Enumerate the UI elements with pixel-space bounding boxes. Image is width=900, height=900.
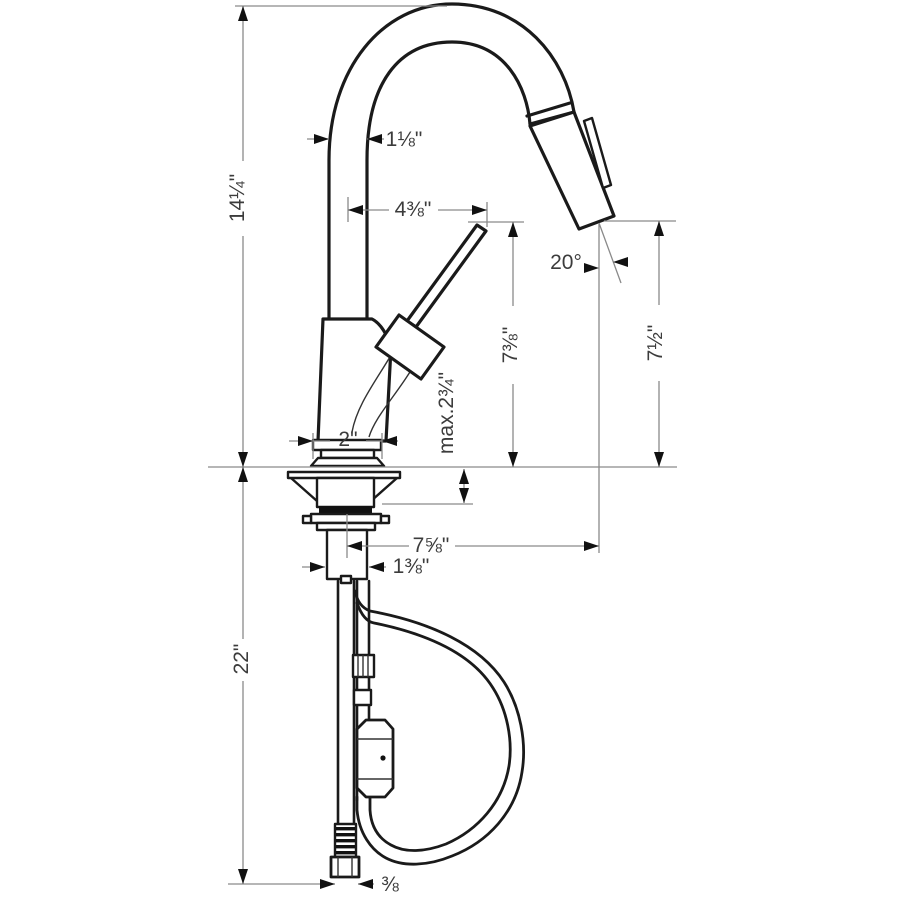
handle-hub xyxy=(374,313,446,381)
spray-head-body xyxy=(528,110,616,231)
handle-lever-rod xyxy=(405,223,488,329)
label-base-diameter: 2" xyxy=(338,428,357,451)
supply-connector-nut xyxy=(329,855,361,879)
supply-pipe xyxy=(329,579,361,879)
mounting-nut-tab-left xyxy=(301,514,313,525)
label-handle-tip-height: 7⅜" xyxy=(499,327,522,364)
spray-head-panel xyxy=(582,116,613,190)
label-outlet-reach: 7⅝" xyxy=(413,534,450,557)
label-hose-length: 22" xyxy=(230,644,253,675)
hose-fittings xyxy=(351,653,376,707)
hose-weight-seams xyxy=(357,738,393,780)
label-max-deck-thickness: max.2¾" xyxy=(435,372,458,454)
shank-bottom-tab xyxy=(339,574,353,585)
hose-fitting-ribs xyxy=(357,655,369,677)
mounting-nut-upper xyxy=(309,512,383,525)
label-spout-height: 14¼" xyxy=(226,174,249,222)
hose-loop-inner xyxy=(355,601,512,852)
hose-weight xyxy=(355,718,395,799)
hose-loop-outer xyxy=(353,589,525,866)
label-handle-reach: 4⅜" xyxy=(395,198,432,221)
label-spray-angle: 20° xyxy=(550,251,582,274)
dim-line-handle-reach xyxy=(347,197,488,227)
supply-nut-facets xyxy=(337,857,353,877)
mounting-plate-wings xyxy=(290,477,398,502)
supply-pipe-lines xyxy=(336,579,356,826)
mounting-block xyxy=(315,476,376,509)
label-supply-connector: ⅜ xyxy=(381,873,399,896)
dimension-arrowheads xyxy=(238,6,664,889)
label-shank-diameter: 1⅜" xyxy=(393,555,430,578)
supply-thread-ridges xyxy=(336,827,355,855)
hose-weight-block xyxy=(355,718,395,799)
label-outlet-height: 7½" xyxy=(644,325,667,362)
label-tube-diameter: 1⅛" xyxy=(386,128,423,151)
handle xyxy=(374,223,488,381)
base-ring-flare xyxy=(309,456,386,468)
spray-head xyxy=(528,110,616,231)
base-rings xyxy=(309,438,386,468)
spout-outer-arc xyxy=(327,2,576,324)
spout-inner-arc xyxy=(365,40,532,324)
dim-line-spray-angle xyxy=(598,222,622,553)
dimension-labels: 14¼" 1⅛" 4⅜" 20° 7⅜" 7½" max.2¾" 2" 7⅝" … xyxy=(226,128,667,896)
mounting-hardware xyxy=(286,470,402,585)
hose-weight-screw xyxy=(380,755,386,761)
mounting-nut-tab-right xyxy=(379,514,391,525)
dim-line-base-diameter xyxy=(289,433,398,459)
hose-fitting-lower xyxy=(352,688,373,707)
rubber-washer-band xyxy=(319,506,372,513)
